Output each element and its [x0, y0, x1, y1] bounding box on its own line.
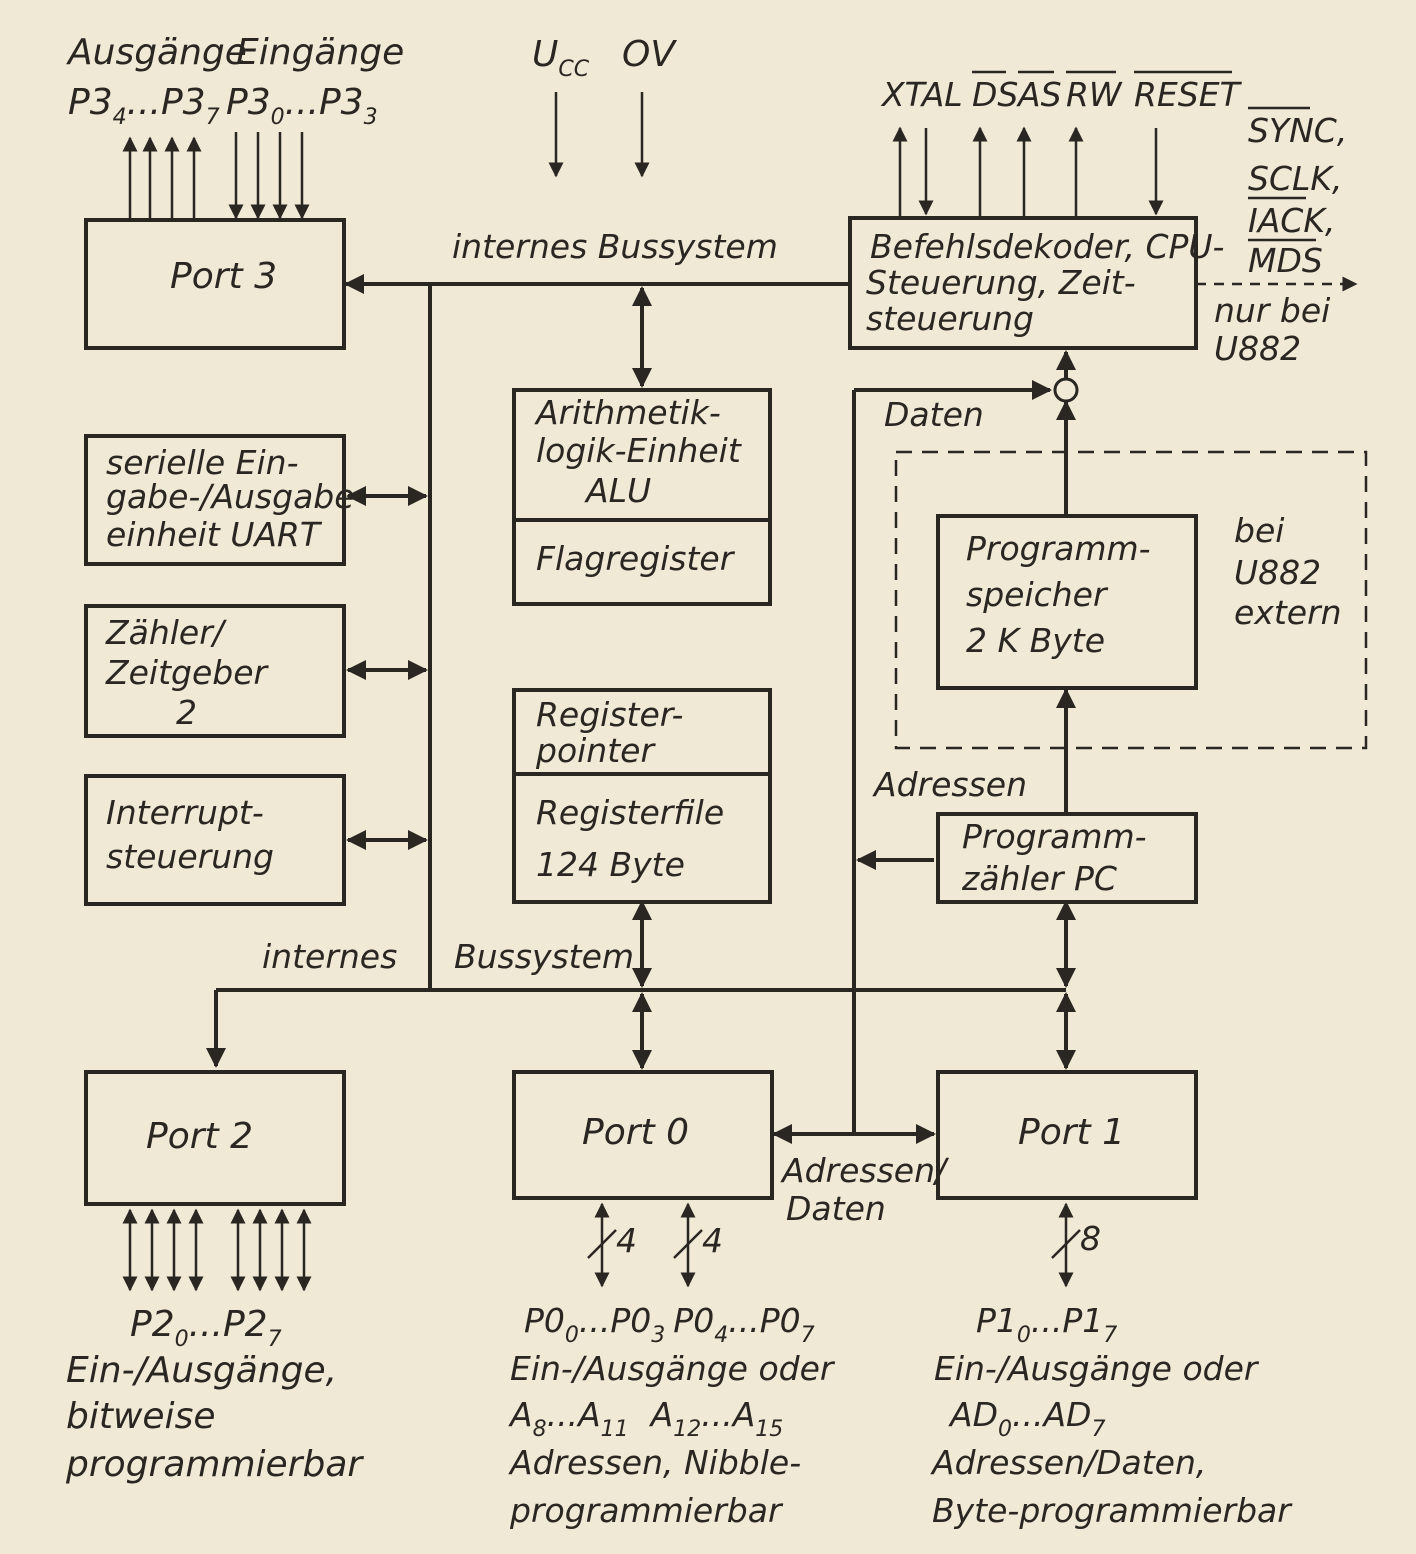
label-adressen-daten-1: Adressen/: [780, 1151, 950, 1190]
cpu-control-block: Befehlsdekoder, CPU- Steuerung, Zeit- st…: [848, 216, 1224, 350]
label-p0-width-b: 4: [702, 1221, 723, 1260]
svg-text:gabe-/Ausgabe-: gabe-/Ausgabe-: [106, 477, 366, 516]
label-bus-bottom-2: Bussystem: [454, 937, 634, 976]
label-p1-desc-1: Ein-/Ausgänge oder: [934, 1349, 1260, 1388]
label-p2-desc-2: bitweise: [66, 1396, 215, 1437]
label-p2-desc-3: programmierbar: [65, 1444, 364, 1485]
alu-block: Arithmetik- logik-Einheit ALU Flagregist…: [512, 388, 772, 606]
port3-block: Port 3: [84, 218, 346, 350]
label-p3-inputs: P30...P33: [226, 82, 378, 130]
svg-text:steuerung: steuerung: [866, 299, 1034, 338]
label-daten: Daten: [884, 395, 984, 434]
label-p1-desc-2: Adressen/Daten,: [930, 1443, 1206, 1482]
label-xtal: XTAL: [880, 75, 963, 114]
svg-text:serielle Ein-: serielle Ein-: [106, 443, 299, 482]
label-rw: RW: [1066, 75, 1123, 114]
label-sclk: SCLK,: [1248, 159, 1343, 198]
u882-external-region: [894, 450, 1368, 750]
port2-block: Port 2: [84, 1070, 346, 1206]
label-p0-desc-3: programmierbar: [509, 1491, 784, 1530]
port0-block: Port 0: [512, 1070, 774, 1200]
svg-text:Registerfile: Registerfile: [536, 793, 724, 832]
svg-text:Zähler/: Zähler/: [105, 613, 228, 652]
svg-text:ALU: ALU: [584, 471, 651, 510]
svg-text:2 K Byte: 2 K Byte: [966, 621, 1105, 660]
label-p0-desc-1: Ein-/Ausgänge oder: [510, 1349, 836, 1388]
svg-text:steuerung: steuerung: [106, 837, 274, 876]
svg-text:Port 2: Port 2: [146, 1116, 253, 1157]
label-p2-pins: P20...P27: [130, 1304, 282, 1352]
svg-text:Port 0: Port 0: [582, 1112, 689, 1153]
svg-text:Register-: Register-: [536, 695, 683, 734]
label-adressen: Adressen: [872, 765, 1027, 804]
svg-text:Zeitgeber: Zeitgeber: [105, 653, 270, 692]
label-ov: OV: [622, 34, 677, 75]
svg-text:zähler PC: zähler PC: [961, 859, 1117, 898]
label-p2-desc-1: Ein-/Ausgänge,: [66, 1350, 337, 1391]
svg-text:Port 1: Port 1: [1018, 1112, 1125, 1153]
svg-text:Befehlsdekoder, CPU-: Befehlsdekoder, CPU-: [870, 227, 1224, 266]
label-extern-3: extern: [1234, 593, 1342, 632]
label-extern-1: bei: [1234, 511, 1284, 550]
label-ucc: UCC: [532, 34, 590, 82]
label-iack: IACK,: [1248, 201, 1335, 240]
label-bus-top: internes Bussystem: [452, 227, 778, 266]
label-nur-bei-u882: U882: [1214, 329, 1301, 368]
svg-text:Port 3: Port 3: [170, 256, 277, 297]
label-p0-desc-2: Adressen, Nibble-: [508, 1443, 801, 1482]
svg-text:speicher: speicher: [966, 575, 1109, 614]
uart-block: serielle Ein- gabe-/Ausgabe- einheit UAR…: [84, 434, 366, 566]
svg-text:2: 2: [176, 693, 197, 732]
label-p1-desc-3: Byte-programmierbar: [932, 1491, 1293, 1530]
label-reset: RESET: [1134, 75, 1243, 114]
label-ausgaenge: Ausgänge: [66, 32, 247, 73]
label-mds: MDS: [1248, 241, 1323, 280]
port1-block: Port 1: [936, 1070, 1198, 1200]
label-as: AS: [1016, 75, 1062, 114]
program-counter-block: Programm- zähler PC: [936, 812, 1198, 904]
label-p0-width-a: 4: [616, 1221, 637, 1260]
svg-text:einheit UART: einheit UART: [106, 515, 323, 554]
svg-text:Arithmetik-: Arithmetik-: [534, 393, 721, 432]
label-p1-pins: P10...P17: [976, 1301, 1117, 1348]
label-eingaenge: Eingänge: [236, 32, 404, 73]
svg-text:124 Byte: 124 Byte: [536, 845, 685, 884]
timer-block: Zähler/ Zeitgeber 2: [84, 604, 346, 738]
label-p1-width: 8: [1080, 1219, 1101, 1258]
label-sync: SYNC,: [1248, 111, 1347, 150]
label-p1-addr: AD0...AD7: [948, 1395, 1105, 1442]
svg-text:Steuerung, Zeit-: Steuerung, Zeit-: [866, 263, 1136, 302]
svg-text:pointer: pointer: [535, 731, 656, 770]
label-extern-2: U882: [1234, 553, 1321, 592]
flagregister-label: Flagregister: [536, 539, 736, 578]
program-memory-block: Programm- speicher 2 K Byte: [936, 514, 1198, 690]
label-adressen-daten-2: Daten: [786, 1189, 886, 1228]
label-bus-bottom-1: internes: [262, 937, 397, 976]
svg-text:Programm-: Programm-: [962, 817, 1147, 856]
register-block: Register- pointer Registerfile 124 Byte: [512, 688, 772, 904]
svg-text:Programm-: Programm-: [966, 529, 1151, 568]
interrupt-block: Interrupt- steuerung: [84, 774, 346, 906]
svg-text:logik-Einheit: logik-Einheit: [536, 431, 742, 470]
svg-text:Interrupt-: Interrupt-: [106, 793, 264, 832]
label-ds: DS: [972, 75, 1018, 114]
label-nur-bei: nur bei: [1214, 291, 1330, 330]
label-p3-outputs: P34...P37: [68, 82, 220, 130]
